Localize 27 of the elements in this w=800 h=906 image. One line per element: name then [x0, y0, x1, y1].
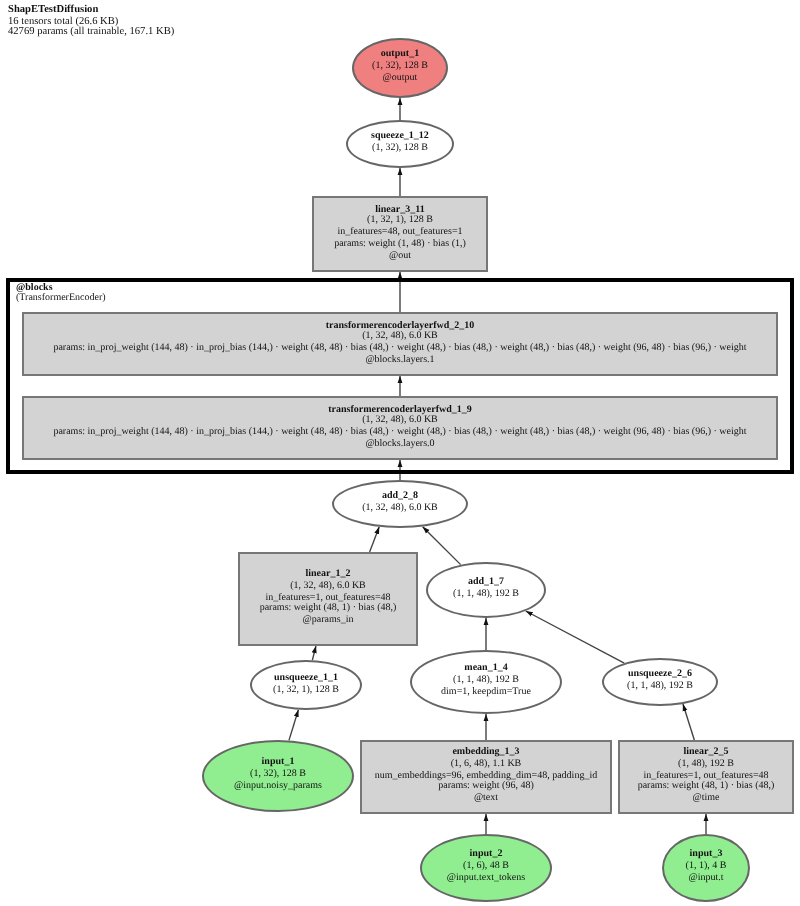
layer-node — [22, 312, 778, 376]
tensor-node — [346, 120, 454, 168]
arrow — [397, 97, 403, 121]
layer-node — [312, 196, 488, 272]
arrow — [421, 525, 462, 566]
arrow — [483, 713, 489, 741]
module-group-frame — [6, 278, 794, 474]
arrow — [397, 271, 403, 313]
input-node — [202, 740, 354, 812]
arrow — [368, 526, 380, 553]
tensor-node — [602, 658, 718, 706]
input-node — [662, 834, 750, 902]
arrow — [525, 610, 625, 664]
layer-node — [360, 740, 612, 814]
layer-node — [618, 740, 794, 814]
arrow — [483, 617, 489, 651]
arrow — [397, 459, 403, 481]
arrow — [397, 375, 403, 397]
layer-node — [238, 552, 418, 646]
arrow — [397, 167, 403, 197]
arrow — [703, 813, 709, 835]
layer-node — [22, 396, 778, 460]
arrow — [311, 645, 317, 661]
arrow — [682, 703, 696, 741]
arrow — [288, 709, 300, 742]
arrow — [483, 813, 489, 835]
output-node — [352, 38, 448, 98]
